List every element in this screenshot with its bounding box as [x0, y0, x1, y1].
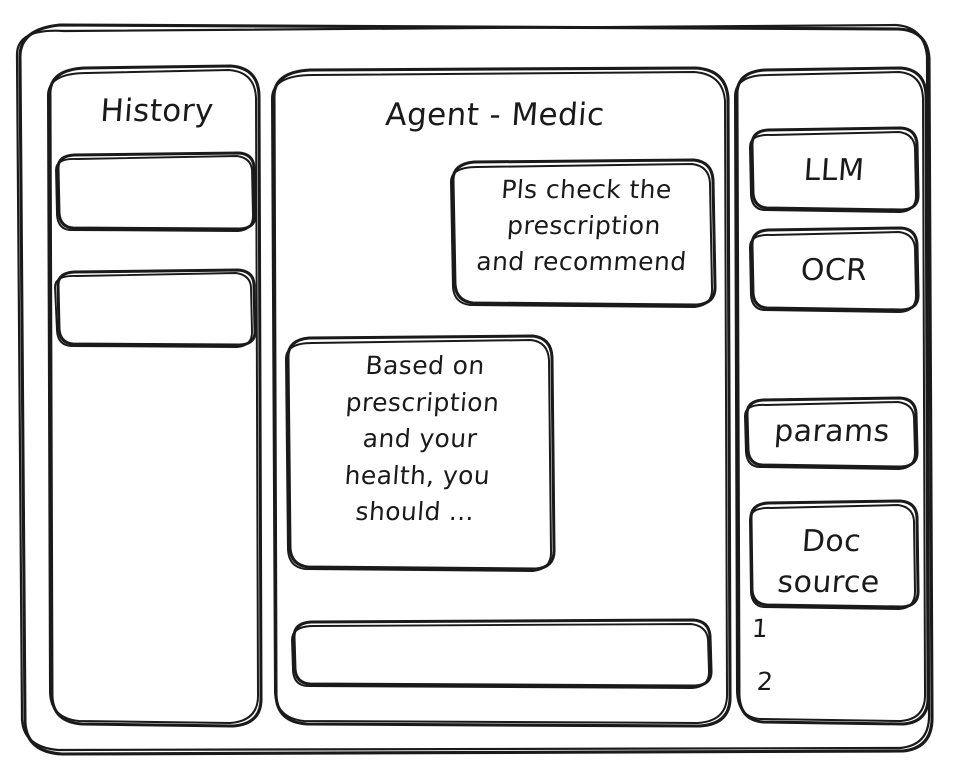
message-bubble-user: Pls check the prescription and recommend: [453, 160, 715, 307]
card-params-label: params: [773, 414, 891, 449]
card-llm[interactable]: LLM: [750, 128, 918, 212]
card-llm-label: LLM: [802, 153, 866, 188]
doc-source-item-1[interactable]: 1: [750, 614, 769, 643]
card-ocr-label: OCR: [799, 253, 869, 288]
card-doc-source-label: Doc source: [776, 524, 881, 600]
card-ocr[interactable]: OCR: [750, 228, 918, 312]
message-text-agent: Based on prescription and your health, y…: [343, 351, 501, 526]
doc-source-item-2[interactable]: 2: [755, 667, 774, 696]
card-doc-source[interactable]: Doc source: [750, 501, 918, 609]
sidebar-left-title: History: [99, 93, 215, 129]
message-bubble-agent: Based on prescription and your health, y…: [286, 336, 554, 571]
composer-input[interactable]: [292, 620, 712, 688]
message-text-user: Pls check the prescription and recommend: [475, 175, 688, 276]
page-title: Agent - Medic: [384, 97, 606, 133]
history-item-1[interactable]: [58, 155, 256, 231]
history-item-2[interactable]: [56, 272, 254, 347]
card-params[interactable]: params: [745, 398, 917, 469]
